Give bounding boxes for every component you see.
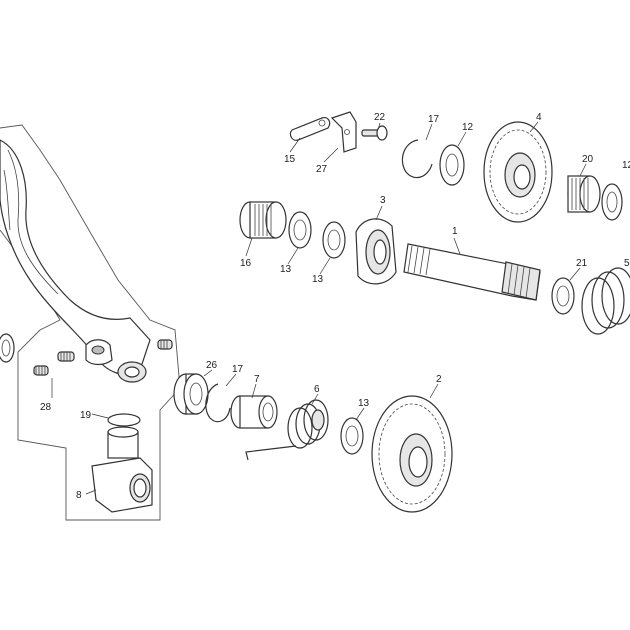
callout-17-top: 17 [428, 114, 440, 125]
part-4-gear [483, 121, 553, 223]
callout-1: 1 [452, 226, 458, 237]
part-6-torsion-spring [245, 399, 329, 461]
callout-21: 21 [576, 258, 588, 269]
part-13-washer-a [288, 211, 312, 249]
callout-15: 15 [284, 154, 296, 165]
kick-start-lever [0, 139, 151, 383]
part-21-washer [551, 277, 575, 315]
part-16-needle-bearing [239, 201, 287, 239]
leader-lines [51, 121, 587, 495]
callout-27: 27 [316, 164, 328, 175]
part-17-circlip-lower [205, 383, 231, 423]
callout-13-b: 13 [312, 274, 324, 285]
part-20-needle-bearing [567, 175, 601, 213]
callout-12-top: 12 [462, 122, 474, 133]
callout-8: 8 [76, 490, 82, 501]
callout-7: 7 [254, 374, 260, 385]
callout-2: 2 [436, 374, 442, 385]
part-17-circlip-top [401, 139, 433, 179]
kick-lever-frame [0, 124, 181, 521]
callout-17-lower: 17 [232, 364, 244, 375]
left-edge-washer [0, 333, 15, 363]
part-2-gear [371, 395, 453, 513]
callout-28: 28 [40, 402, 52, 413]
callout-5: 5 [624, 258, 630, 269]
callout-4: 4 [536, 112, 542, 123]
part-22-screw [361, 125, 388, 141]
callout-13-c: 13 [358, 398, 370, 409]
callout-20: 20 [582, 154, 594, 165]
callout-3: 3 [380, 195, 386, 206]
callout-16: 16 [240, 258, 252, 269]
part-8-kick-boss [91, 426, 153, 513]
callout-12-right: 12 [622, 160, 630, 171]
part-1-shaft [403, 243, 541, 301]
part-12-washer-top [439, 144, 465, 186]
part-13-washer-b [322, 221, 346, 259]
part-13-washer-c [340, 417, 364, 455]
callout-19: 19 [80, 410, 92, 421]
part-19-o-ring [107, 413, 141, 427]
callouts: 1 2 3 4 5 6 7 8 12 12 13 13 13 15 16 17 … [40, 112, 630, 501]
callout-13-a: 13 [280, 264, 292, 275]
part-5-spring [581, 267, 630, 335]
part-26-bush [173, 373, 209, 415]
callout-6: 6 [314, 384, 320, 395]
part-3-ratchet [355, 218, 397, 285]
part-15-plate [289, 117, 331, 141]
callout-26: 26 [206, 360, 218, 371]
part-12-washer-right [601, 183, 623, 221]
callout-22: 22 [374, 112, 386, 123]
part-27-bracket [330, 111, 357, 153]
part-7-bush [230, 395, 278, 429]
part-28-springs [33, 339, 173, 376]
